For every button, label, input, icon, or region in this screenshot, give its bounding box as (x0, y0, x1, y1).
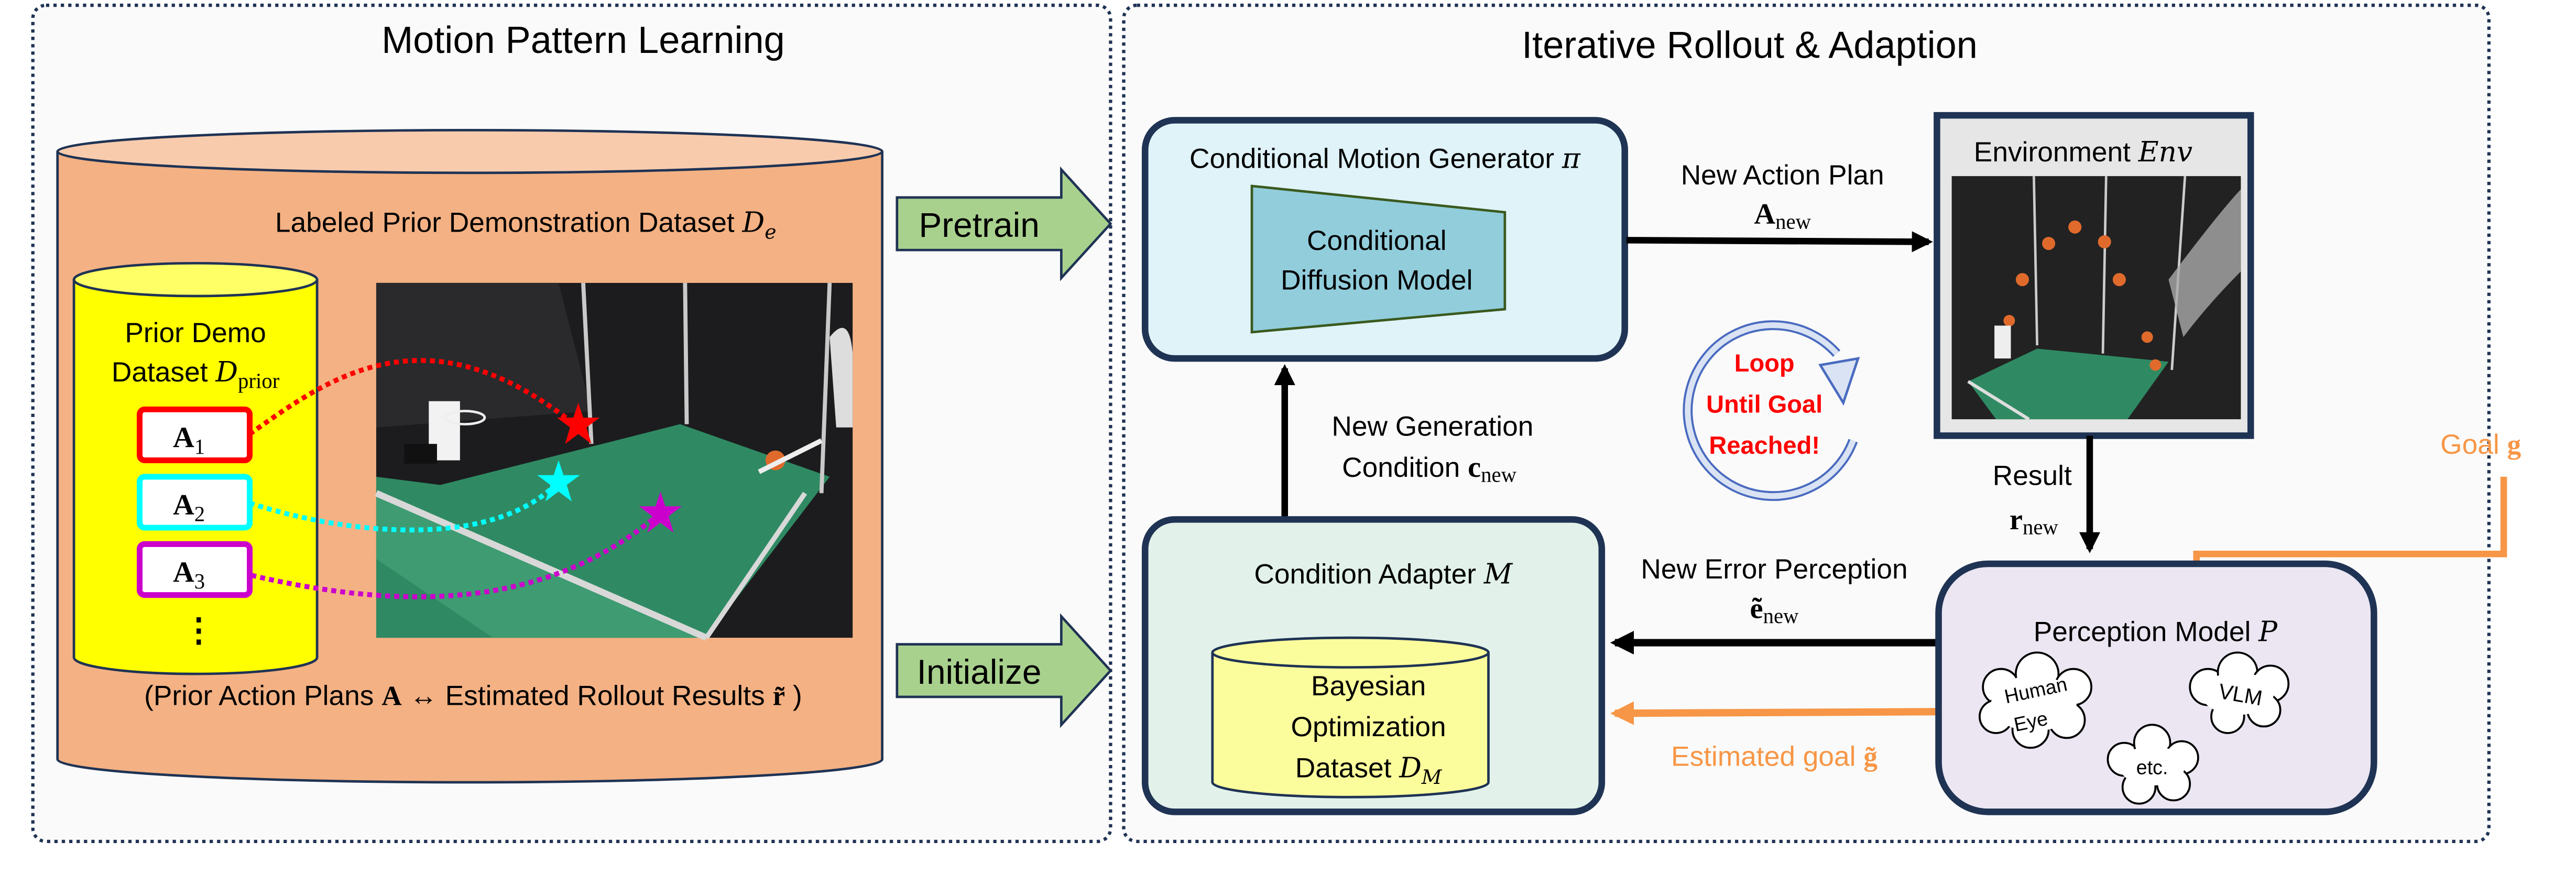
bo-dataset-cylinder: Bayesian Optimization Dataset DM (1211, 636, 1490, 799)
prior-demo-dataset-label: Dataset Dprior (112, 356, 280, 393)
loop-indicator: Loop Until Goal Reached! (1683, 320, 1860, 501)
motion-pattern-learning-panel: Motion Pattern Learning Labeled Prior De… (31, 3, 1112, 844)
trajectory-lines (248, 358, 662, 599)
initialize-arrow: Initialize (896, 613, 1112, 728)
magenta-star-icon (639, 491, 682, 533)
error-perception-label: New Error Perception (1641, 554, 1907, 585)
diffusion-label-1: Conditional (1307, 225, 1447, 256)
prior-demo-cylinder: Prior Demo Dataset Dprior A1 A2 A3 ⋮ (72, 261, 319, 675)
svg-text:A1: A1 (173, 421, 205, 458)
vlm-cloud-icon: VLM (2189, 651, 2290, 734)
result-label: Result (1993, 461, 2072, 491)
condition-adapter: Condition Adapter M Bayesian Optimizatio… (1141, 516, 1606, 815)
svg-text:etc.: etc. (2136, 756, 2168, 778)
conditional-motion-generator: Conditional Motion Generator π Condition… (1141, 117, 1628, 362)
estimated-goal-label: Estimated goal g̃ (1671, 741, 1878, 772)
etc-cloud-icon: etc. (2106, 724, 2199, 805)
more-ellipsis: ⋮ (182, 611, 215, 648)
svg-text:A2: A2 (173, 489, 205, 526)
action-plan-arrow (1626, 231, 1933, 253)
bo-label-1: Bayesian (1311, 671, 1426, 702)
error-perception-symbol: ẽnew (1750, 592, 1799, 627)
panel-title: Iterative Rollout & Adaption (1522, 24, 1978, 66)
bo-label-3: Dataset DM (1295, 752, 1443, 789)
dataset-caption: (Prior Action Plans A ↔ Estimated Rollou… (144, 681, 802, 712)
action-plan-a3: A3 (137, 541, 253, 598)
loop-arrowhead-icon (1818, 357, 1860, 406)
dataset-label: Labeled Prior Demonstration Dataset De (275, 206, 776, 244)
loop-text-3: Reached! (1709, 431, 1820, 459)
demo-photo (375, 282, 853, 641)
pretrain-arrow: Pretrain (896, 166, 1112, 281)
target-stars (537, 402, 682, 533)
diffusion-model-trapezoid (1250, 184, 1507, 334)
action-plan-a2: A2 (137, 474, 253, 531)
generation-label: New Generation (1331, 411, 1533, 442)
svg-text:Environment Env: Environment Env (1974, 136, 2192, 168)
action-plan-symbol: Anew (1754, 198, 1811, 233)
environment-photo (1951, 176, 2241, 421)
human-eye-cloud-icon: Human Eye (1979, 651, 2092, 749)
bo-label-2: Optimization (1291, 712, 1446, 742)
goal-label: Goal g (2440, 429, 2521, 460)
cyan-star-icon (537, 460, 580, 501)
panel-title: Motion Pattern Learning (381, 19, 784, 61)
perception-model: Perception Model P Human Eye VLM (1935, 560, 2377, 815)
prior-demo-label: Prior Demo (125, 318, 266, 348)
action-plan-a1: A1 (137, 406, 253, 464)
svg-text:A3: A3 (173, 556, 205, 594)
red-star-icon (556, 402, 600, 444)
initialize-label: Initialize (917, 652, 1042, 691)
svg-text:Conditional Motion Generator π: Conditional Motion Generator π (1189, 142, 1581, 174)
pretrain-label: Pretrain (919, 205, 1040, 244)
diffusion-label-2: Diffusion Model (1281, 265, 1472, 296)
svg-text:Perception Model P: Perception Model P (2034, 615, 2278, 648)
iterative-rollout-panel: Iterative Rollout & Adaption Conditional… (1122, 3, 2522, 844)
action-plan-label: New Action Plan (1681, 160, 1884, 191)
environment-box: Environment Env (1934, 112, 2254, 439)
svg-text:Condition Adapter M: Condition Adapter M (1254, 558, 1513, 591)
loop-text-1: Loop (1734, 349, 1795, 377)
estimated-goal-arrow (1610, 701, 1939, 725)
result-symbol: rnew (2010, 504, 2059, 539)
generation-condition-label: Condition cnew (1342, 451, 1516, 486)
loop-text-2: Until Goal (1706, 390, 1822, 418)
